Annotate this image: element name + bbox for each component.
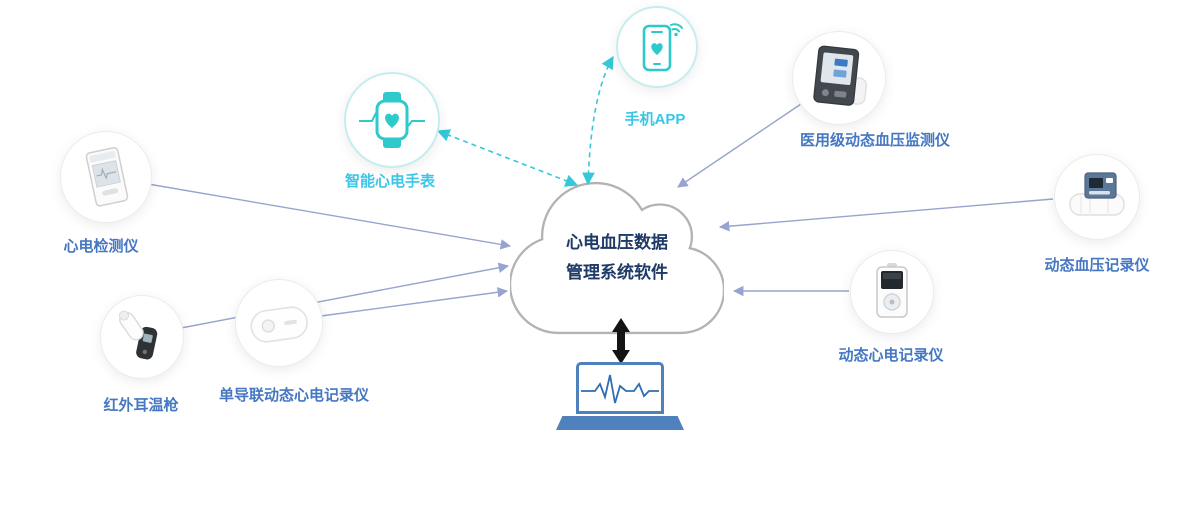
arrow-patch-ecg-to-cloud [320, 287, 509, 317]
laptop-ecg-waveform [581, 374, 659, 404]
smartphone-heart-wifi-icon [642, 23, 683, 72]
handheld-ecg-device-icon [85, 147, 129, 207]
node-patch-ecg [235, 279, 323, 367]
node-holter [850, 250, 934, 334]
cloud-shape [510, 181, 724, 335]
ambulatory-bp-recorder-icon [1069, 172, 1125, 216]
ecg-patch-icon [250, 306, 308, 343]
node-ear-thermometer [100, 295, 184, 379]
cloud-title-line2: 管理系统软件 [566, 263, 668, 282]
smartwatch-heart-icon [359, 92, 425, 148]
node-ecg-detector [60, 131, 152, 223]
node-smartwatch [344, 72, 440, 168]
patch-ecg-label: 单导联动态心电记录仪 [218, 387, 370, 404]
node-bp-recorder [1054, 154, 1140, 240]
blood-pressure-monitor-icon [813, 45, 868, 106]
laptop-base [556, 416, 684, 430]
ear-thermometer-icon [118, 310, 158, 360]
node-bp-monitor [792, 31, 886, 125]
bp-recorder-label: 动态血压记录仪 [1044, 257, 1150, 274]
phone-app-label: 手机APP [624, 111, 686, 128]
bp-monitor-label: 医用级动态血压监测仪 [799, 132, 951, 149]
holter-label: 动态心电记录仪 [838, 347, 944, 364]
ecg-detector-label: 心电检测仪 [63, 238, 139, 255]
cloud-title: 心电血压数据 管理系统软件 [566, 228, 668, 288]
arrow-ear-thermometer-to-cloud [180, 262, 510, 329]
laptop-ecg-icon [576, 362, 664, 414]
holter-recorder-icon [876, 263, 908, 318]
cloud-title-line1: 心电血压数据 [566, 233, 668, 252]
arrow-bp-recorder-to-cloud [718, 198, 1054, 232]
arrow-ecg-detector-to-cloud [147, 183, 512, 250]
arrow-phone-cloud-dashed [581, 55, 614, 186]
ear-thermometer-label: 红外耳温枪 [103, 397, 179, 414]
smartwatch-label: 智能心电手表 [344, 173, 436, 190]
node-phone-app [616, 6, 698, 88]
